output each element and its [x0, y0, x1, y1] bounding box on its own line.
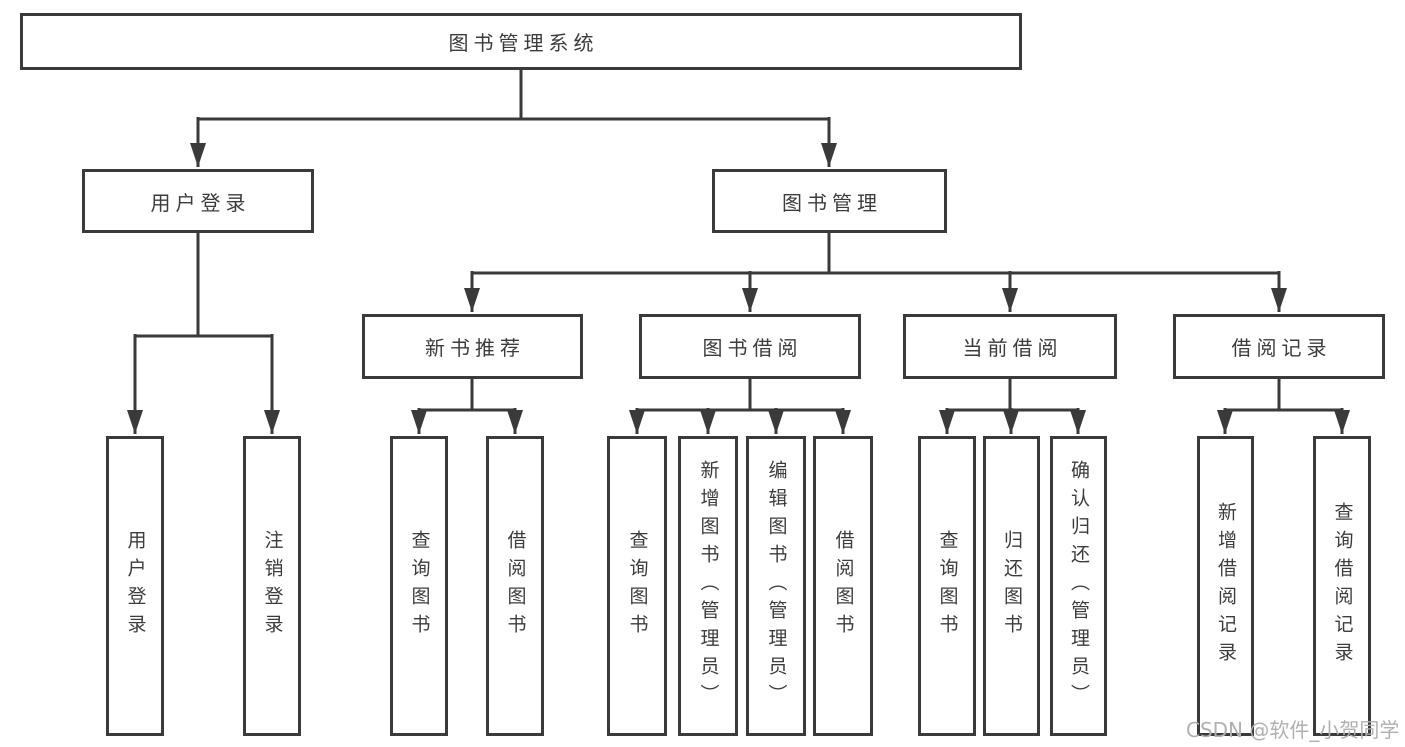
node-current-borrowing: 当前借阅 [903, 314, 1117, 379]
node-leaf-confirm-return-admin: 确认归还（管理员） [1050, 436, 1107, 736]
node-leaf-borrow-books: 借阅图书 [813, 436, 873, 736]
book-borrowing-children-connector [629, 379, 851, 434]
current-borrowing-children-connector [939, 379, 1086, 434]
node-label: 确认归还（管理员） [1068, 460, 1090, 712]
node-label: 用户登录 [150, 190, 251, 215]
node-leaf-add-borrow-record: 新增借阅记录 [1197, 436, 1254, 736]
node-leaf-query-books-recommend: 查询图书 [390, 436, 448, 736]
node-leaf-add-books-admin: 新增图书（管理员） [678, 436, 738, 736]
node-leaf-borrow-books-recommend: 借阅图书 [486, 436, 544, 736]
node-book-borrowing: 图书借阅 [639, 314, 861, 379]
node-leaf-user-login: 用户登录 [106, 436, 164, 736]
node-label: 新增图书（管理员） [697, 460, 720, 712]
node-label: 借阅图书 [832, 530, 855, 642]
new-book-recommendation-children-connector [411, 379, 523, 434]
csdn-watermark: CSDN @软件_小贺同学 [1186, 718, 1400, 742]
node-label: 注销登录 [261, 530, 284, 642]
node-leaf-query-books-borrowing: 查询图书 [607, 436, 667, 736]
node-leaf-query-borrow-record: 查询借阅记录 [1313, 436, 1371, 736]
node-label: 查询借阅记录 [1331, 502, 1354, 670]
node-book-management: 图书管理 [712, 169, 947, 233]
node-user-login: 用户登录 [82, 169, 314, 233]
node-borrowing-records: 借阅记录 [1173, 314, 1385, 379]
node-leaf-query-books-current: 查询图书 [918, 436, 976, 736]
node-leaf-edit-books-admin: 编辑图书（管理员） [746, 436, 806, 736]
node-new-book-recommendation: 新书推荐 [362, 314, 583, 379]
node-label: 编辑图书（管理员） [765, 460, 788, 712]
node-label: 新增借阅记录 [1215, 502, 1237, 670]
borrowing-records-children-connector [1217, 379, 1350, 434]
book-management-children-connector [464, 233, 1287, 312]
node-label: 查询图书 [408, 530, 431, 642]
root-to-level2-connector [190, 70, 837, 167]
node-leaf-logout: 注销登录 [243, 436, 301, 736]
node-label: 借阅图书 [504, 530, 527, 642]
node-label: 图书借阅 [702, 336, 803, 360]
user-login-children-connector [127, 233, 280, 434]
node-label: 归还图书 [1001, 530, 1023, 642]
node-label: 图书管理 [782, 190, 882, 215]
node-leaf-return-books: 归还图书 [983, 436, 1040, 736]
node-label: 借阅记录 [1231, 336, 1332, 360]
node-library-management-system: 图书管理系统 [20, 13, 1022, 70]
node-label: 查询图书 [936, 530, 959, 642]
node-label: 查询图书 [626, 530, 649, 642]
node-label: 图书管理系统 [448, 31, 599, 55]
node-label: 新书推荐 [425, 336, 525, 360]
node-label: 用户登录 [124, 530, 147, 642]
node-label: 当前借阅 [962, 336, 1063, 360]
